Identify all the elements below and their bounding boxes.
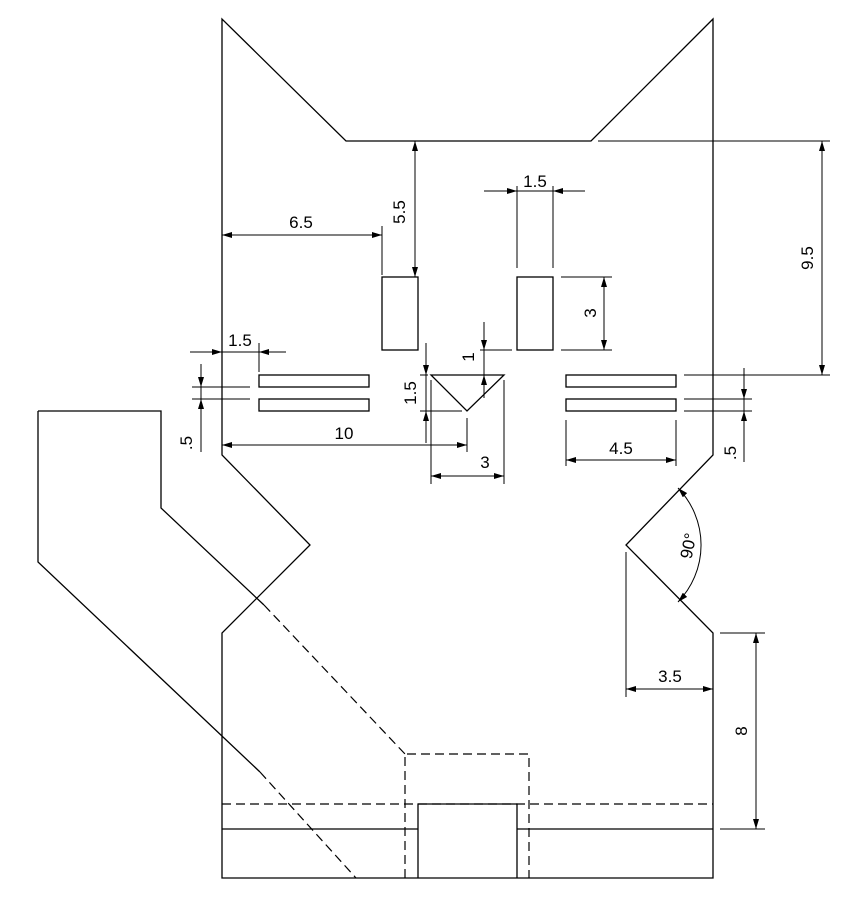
- body-outline: [221, 17, 714, 879]
- dim-nose-width-label: 3: [480, 453, 489, 472]
- dim-top-to-whiskers-label: 9.5: [798, 246, 817, 270]
- dim-eye-height-label: 3: [581, 308, 600, 317]
- nose: [429, 374, 506, 412]
- flap-hidden-edge: [263, 604, 406, 755]
- dim-eye-width-label: 1.5: [523, 172, 547, 191]
- side-flap: [38, 410, 265, 606]
- left-eye: [381, 276, 419, 351]
- base-slot: [417, 803, 518, 878]
- whisker-right-upper: [565, 374, 677, 388]
- dim-whisker-gap-left-label: .5: [177, 436, 196, 450]
- dim-whisker-gap-right-label: .5: [721, 446, 740, 460]
- dim-eye-from-left-label: 6.5: [289, 213, 313, 232]
- whisker-right-lower: [565, 398, 677, 412]
- flap-hidden-edge-2: [259, 771, 357, 879]
- dim-nose-gap-label: 1: [459, 352, 478, 361]
- dim-eye-from-top-label: 5.5: [390, 200, 409, 224]
- dim-base-height-label: 8: [732, 726, 751, 735]
- dim-whisker-length-label: 4.5: [609, 439, 633, 458]
- side-flap-edge: [37, 411, 261, 773]
- dim-notch-depth-label: 3.5: [658, 667, 682, 686]
- dim-nose-from-left-label: 10: [335, 424, 354, 443]
- dim-nose-height-label: 1.5: [401, 381, 420, 405]
- dim-notch-angle-arc: [677, 487, 702, 603]
- right-eye: [516, 276, 554, 351]
- dim-whisker-offset-label: 1.5: [228, 331, 252, 350]
- whisker-left-lower: [258, 398, 370, 412]
- dim-notch-angle-label: 90°: [677, 531, 701, 560]
- base-hidden-tab: [404, 753, 530, 878]
- whisker-left-upper: [258, 374, 370, 388]
